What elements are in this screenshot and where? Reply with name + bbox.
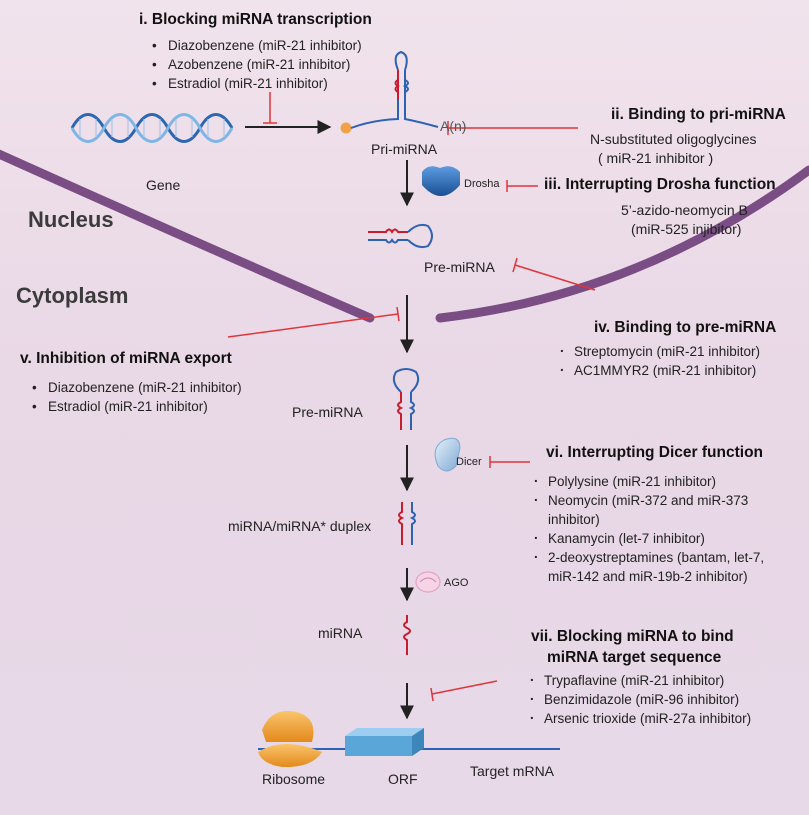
pre-mirna-nuclear-label: Pre-miRNA xyxy=(424,259,495,275)
strategy-v-item: Estradiol (miR-21 inhibitor) xyxy=(30,397,242,416)
strategy-v-item: Diazobenzene (miR-21 inhibitor) xyxy=(30,378,242,397)
strategy-vi-item: Polylysine (miR-21 inhibitor) xyxy=(530,468,795,491)
strategy-vii-item: Trypaflavine (miR-21 inhibitor) xyxy=(526,667,751,690)
strategy-iii-item: (miR-525 injibitor) xyxy=(631,221,742,237)
strategy-ii-item: ( miR-21 inhibitor ) xyxy=(598,150,714,166)
ago-label: AGO xyxy=(444,577,469,589)
strategy-v-title: v. Inhibition of miRNA export xyxy=(20,350,232,367)
pre-mirna-nuclear-structure xyxy=(368,223,433,249)
ribosome-label: Ribosome xyxy=(262,771,326,787)
drosha-label: Drosha xyxy=(464,178,500,190)
inhibit-pri-mirna xyxy=(447,121,578,135)
strategy-i-item: Estradiol (miR-21 inhibitor) xyxy=(150,74,362,93)
strategy-iii-item: 5’-azido-neomycin B xyxy=(621,202,748,218)
strategy-vi-item: Neomycin (miR-372 and miR-373 inhibitor) xyxy=(530,487,795,529)
strategy-vi-item: 2-deoxystreptamines (bantam, let-7, miR-… xyxy=(530,544,795,586)
strategy-vii-title-line2: miRNA target sequence xyxy=(547,649,722,666)
inhibit-drosha xyxy=(506,180,538,192)
strategy-iv-title: iv. Binding to pre-miRNA xyxy=(594,319,777,336)
nuclear-membrane-right xyxy=(435,165,809,323)
strategy-v-list: Diazobenzene (miR-21 inhibitor) Estradio… xyxy=(30,378,242,416)
strategy-iv-list: Streptomycin (miR-21 inhibitor) AC1MMYR2… xyxy=(556,338,760,380)
inhibit-transcription xyxy=(263,92,277,124)
drosha-enzyme xyxy=(422,166,460,196)
strategy-iv-item: Streptomycin (miR-21 inhibitor) xyxy=(556,338,760,361)
mirna-label: miRNA xyxy=(318,625,363,641)
strategy-i-title: i. Blocking miRNA transcription xyxy=(139,11,372,28)
pri-mirna-label: Pri-miRNA xyxy=(371,141,438,157)
mature-mirna-strand xyxy=(403,615,411,655)
pri-mirna-structure xyxy=(340,50,439,134)
strategy-i-list: Diazobenzene (miR-21 inhibitor) Azobenze… xyxy=(150,36,362,93)
strategy-vii-item: Benzimidazole (miR-96 inhibitor) xyxy=(526,686,751,709)
pre-mirna-cyto-structure xyxy=(392,368,420,430)
gene-label: Gene xyxy=(146,177,181,193)
strategy-vii-item: Arsenic trioxide (miR-27a inhibitor) xyxy=(526,705,751,728)
strategy-vi-title: vi. Interrupting Dicer function xyxy=(546,444,764,461)
ago-protein xyxy=(415,571,441,593)
strategy-ii-item: N-substituted oligoglycines xyxy=(590,131,757,147)
strategy-ii-title: ii. Binding to pri-miRNA xyxy=(611,106,786,123)
mirna-duplex-structure xyxy=(398,502,416,545)
dicer-enzyme xyxy=(434,437,461,472)
ribosome-shape xyxy=(258,711,322,768)
nucleus-label: Nucleus xyxy=(28,207,114,232)
strategy-vii-list: Trypaflavine (miR-21 inhibitor) Benzimid… xyxy=(526,667,751,728)
gene-dna-helix xyxy=(70,113,234,143)
duplex-label: miRNA/miRNA* duplex xyxy=(228,518,372,534)
strategy-i-item: Diazobenzene (miR-21 inhibitor) xyxy=(150,36,362,55)
inhibit-target xyxy=(430,680,498,702)
strategy-iii-title: iii. Interrupting Drosha function xyxy=(544,176,776,193)
inhibit-pre-mirna xyxy=(512,257,596,291)
inhibit-export xyxy=(227,306,400,338)
strategy-i-item: Azobenzene (miR-21 inhibitor) xyxy=(150,55,362,74)
polya-label: A(n) xyxy=(440,118,467,134)
strategy-vi-list: Polylysine (miR-21 inhibitor) Neomycin (… xyxy=(530,468,795,586)
cytoplasm-label: Cytoplasm xyxy=(16,283,129,308)
pre-mirna-cyto-label: Pre-miRNA xyxy=(292,404,363,420)
orf-label: ORF xyxy=(388,771,418,787)
strategy-vi-item: Kanamycin (let-7 inhibitor) xyxy=(530,525,795,548)
strategy-iv-item: AC1MMYR2 (miR-21 inhibitor) xyxy=(556,357,760,380)
inhibit-dicer xyxy=(489,456,530,468)
nuclear-membrane-left xyxy=(0,149,375,323)
orf-box xyxy=(345,728,424,756)
dicer-label: Dicer xyxy=(456,456,482,468)
target-mrna-label: Target mRNA xyxy=(470,763,555,779)
strategy-vii-title-line1: vii. Blocking miRNA to bind xyxy=(531,628,734,645)
